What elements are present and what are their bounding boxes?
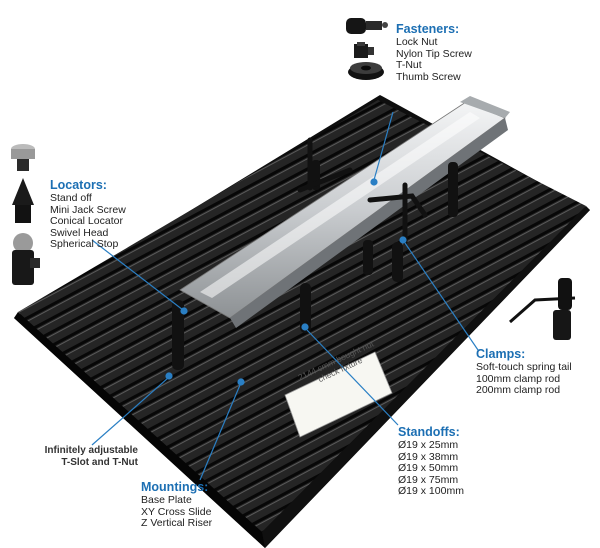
standoff-item: Ø19 x 25mm xyxy=(398,439,459,451)
clamps-heading: Clamps: xyxy=(476,347,526,361)
swivel-head-icon xyxy=(12,233,40,285)
nylon-tip-screw-icon xyxy=(354,42,374,58)
locator-item: Swivel Head xyxy=(50,226,109,239)
mountings-callout: Mountings: Base Plate XY Cross Slide Z V… xyxy=(141,480,212,530)
label-sticker xyxy=(284,351,393,438)
conical-locator-icon xyxy=(12,178,34,223)
clamp-item: 200mm clamp rod xyxy=(476,384,561,396)
fasteners-callout: Fasteners: Lock Nut Nylon Tip Screw T-Nu… xyxy=(396,22,472,83)
standoffs-callout: Standoffs: Ø19 x 25mm Ø19 x 38mm Ø19 x 5… xyxy=(398,425,464,498)
clamps-callout: Clamps: Soft-touch spring tail 100mm cla… xyxy=(476,347,572,397)
fastener-item: Lock Nut xyxy=(396,36,438,48)
cross-slide-rail xyxy=(179,96,510,328)
clamp-item: 100mm clamp rod xyxy=(476,372,561,385)
knurled-nut-icon xyxy=(348,62,384,80)
standoff-icon xyxy=(11,144,35,171)
spring-clamp-icon xyxy=(509,278,576,340)
standoff-posts xyxy=(172,160,458,370)
leader-lines xyxy=(91,111,479,481)
standoffs-heading: Standoffs: xyxy=(398,425,460,439)
standoff-item: Ø19 x 50mm xyxy=(398,462,459,474)
clamp-item: Soft-touch spring tail xyxy=(476,361,572,373)
fastener-item: Thumb Screw xyxy=(396,70,461,83)
mounting-item: XY Cross Slide xyxy=(141,505,212,518)
locator-item: Stand off xyxy=(50,192,92,204)
fastener-item: T-Nut xyxy=(396,59,422,71)
mounting-item: Z Vertical Riser xyxy=(141,517,213,529)
standoff-item: Ø19 x 100mm xyxy=(398,485,464,497)
locators-heading: Locators: xyxy=(50,178,107,192)
fastener-item: Nylon Tip Screw xyxy=(396,47,472,60)
standoff-item: Ø19 x 38mm xyxy=(398,450,459,463)
locator-item: Spherical Stop xyxy=(50,238,119,250)
tslot-line: Infinitely adjustable xyxy=(44,445,138,456)
thumb-screw-icon xyxy=(346,18,388,34)
fasteners-heading: Fasteners: xyxy=(396,22,460,36)
locator-item: Conical Locator xyxy=(50,215,123,227)
locator-item: Mini Jack Screw xyxy=(50,203,126,216)
locators-callout: Locators: Stand off Mini Jack Screw Coni… xyxy=(50,178,126,251)
mountings-heading: Mountings: xyxy=(141,480,209,494)
clamp-arms xyxy=(297,137,428,245)
tslot-callout: Infinitely adjustable T-Slot and T-Nut xyxy=(14,445,138,469)
mounting-item: Base Plate xyxy=(141,494,192,506)
standoff-item: Ø19 x 75mm xyxy=(398,473,459,486)
tslot-line: T-Slot and T-Nut xyxy=(61,457,138,468)
